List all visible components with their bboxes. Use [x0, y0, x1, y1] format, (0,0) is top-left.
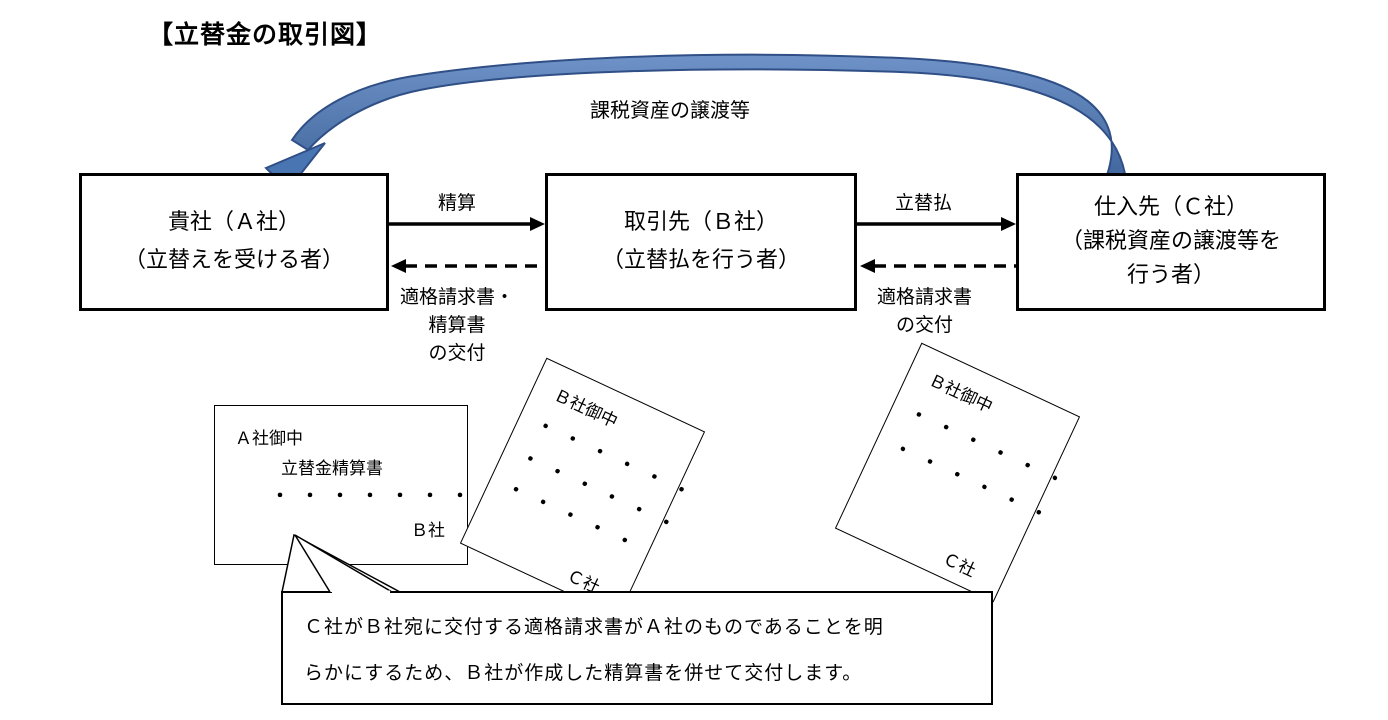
- label-ab-delivery-3: の交付: [428, 342, 486, 364]
- diagram-title: 【立替金の取引図】: [148, 20, 383, 49]
- label-ab-delivery-1: 適格請求書・: [400, 286, 515, 308]
- doc-settlement-statement: Ａ社御中 立替金精算書 ・・・・・・・ Ｂ社: [214, 405, 469, 565]
- curved-arrow-body: [290, 53, 1129, 193]
- note-box: [281, 591, 993, 705]
- box-c-line1: 仕入先（Ｃ社）: [1093, 195, 1248, 220]
- box-c-line3: 行う者）: [1126, 263, 1215, 288]
- doc1-title: 立替金精算書: [281, 459, 383, 479]
- doc1-dots: ・・・・・・・: [271, 486, 481, 507]
- box-c-line2: （課税資産の譲渡等を: [1060, 229, 1281, 254]
- label-ab-delivery: 適格請求書・ 精算書 の交付: [400, 283, 514, 367]
- label-ab-delivery-2: 精算書: [428, 314, 486, 336]
- box-company-a: 貴社（Ａ社） （立替えを受ける者）: [79, 173, 389, 311]
- label-bc-delivery: 適格請求書 の交付: [877, 283, 972, 339]
- label-advance-payment: 立替払: [895, 192, 953, 214]
- box-company-b: 取引先（Ｂ社） （立替払を行う者）: [545, 173, 857, 311]
- label-settlement: 精算: [438, 192, 477, 214]
- box-a-line2: （立替えを受ける者）: [123, 248, 344, 273]
- box-company-c: 仕入先（Ｃ社） （課税資産の譲渡等を 行う者）: [1016, 173, 1326, 311]
- box-a-line1: 貴社（Ａ社）: [167, 210, 300, 235]
- doc1-issuer: Ｂ社: [411, 521, 445, 541]
- doc1-addressee: Ａ社御中: [235, 429, 303, 449]
- note-line-2: らかにするため、Ｂ社が作成した精算書を併せて交付します。: [304, 662, 863, 684]
- box-b-line2: （立替払を行う者）: [601, 248, 800, 273]
- note-line-1: Ｃ社がＢ社宛に交付する適格請求書がＡ社のものであることを明: [304, 616, 884, 638]
- top-arrow-label: 課税資産の譲渡等: [590, 98, 750, 122]
- box-b-line1: 取引先（Ｂ社）: [623, 210, 778, 235]
- label-bc-delivery-2: の交付: [896, 314, 954, 336]
- label-bc-delivery-1: 適格請求書: [877, 286, 973, 308]
